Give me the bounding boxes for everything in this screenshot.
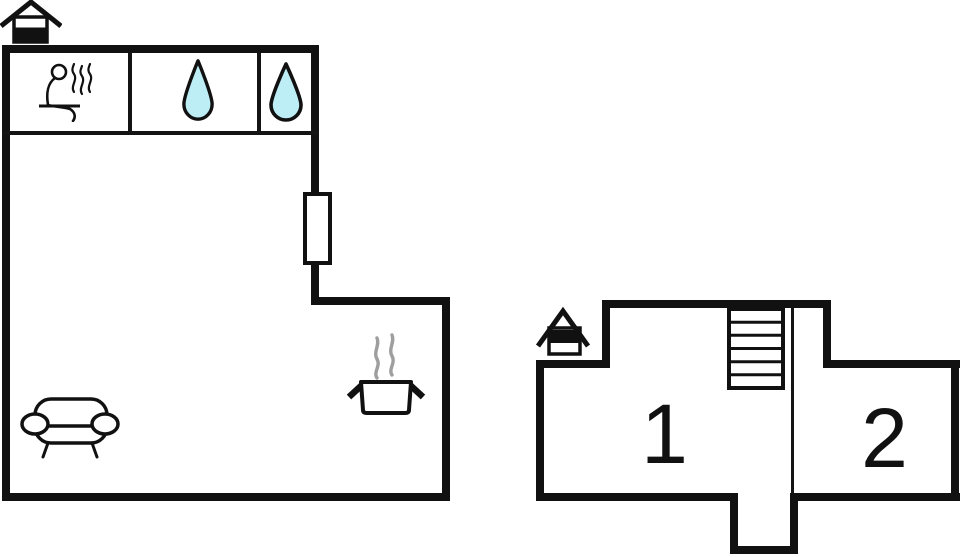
upper-bottom-wall-left (536, 493, 737, 501)
upper-right-step-ledge (823, 360, 960, 368)
upper-left-step-ledge (536, 360, 610, 368)
ground-step-wall (311, 297, 450, 305)
upper-bottom-wall-right (790, 493, 960, 501)
ground-top-wall (2, 45, 319, 53)
window-marker (303, 192, 332, 265)
ground-right-wall-upper (311, 45, 319, 192)
upper-right-wall (951, 360, 959, 501)
water-drop-icon (269, 62, 303, 122)
room-divider-wall (791, 308, 794, 493)
ground-left-wall (2, 45, 10, 501)
upper-left-step-wall (602, 300, 610, 368)
ground-right-wall-lower (442, 297, 450, 501)
entry-bottom-wall (730, 546, 798, 554)
sauna-icon (39, 62, 93, 122)
entrance-house-icon (536, 306, 590, 356)
room-1-label: 1 (641, 387, 688, 481)
upper-right-step-wall (823, 300, 831, 368)
entry-right-wall (790, 493, 798, 554)
water-drop-icon (182, 59, 214, 121)
partition-bath-bath (257, 53, 261, 131)
room-2-label: 2 (861, 391, 908, 485)
entrance-house-icon (0, 0, 62, 44)
upper-left-wall (536, 360, 544, 501)
staircase-icon (727, 307, 785, 390)
ground-bottom-wall (2, 493, 450, 501)
upper-top-wall (602, 300, 831, 308)
ground-right-wall-mid (311, 263, 319, 305)
strip-bottom-partition (2, 131, 319, 135)
partition-sauna-bath (128, 53, 132, 131)
sofa-icon (20, 397, 120, 459)
cooking-pot-icon (346, 333, 426, 415)
entry-left-wall (730, 493, 738, 554)
